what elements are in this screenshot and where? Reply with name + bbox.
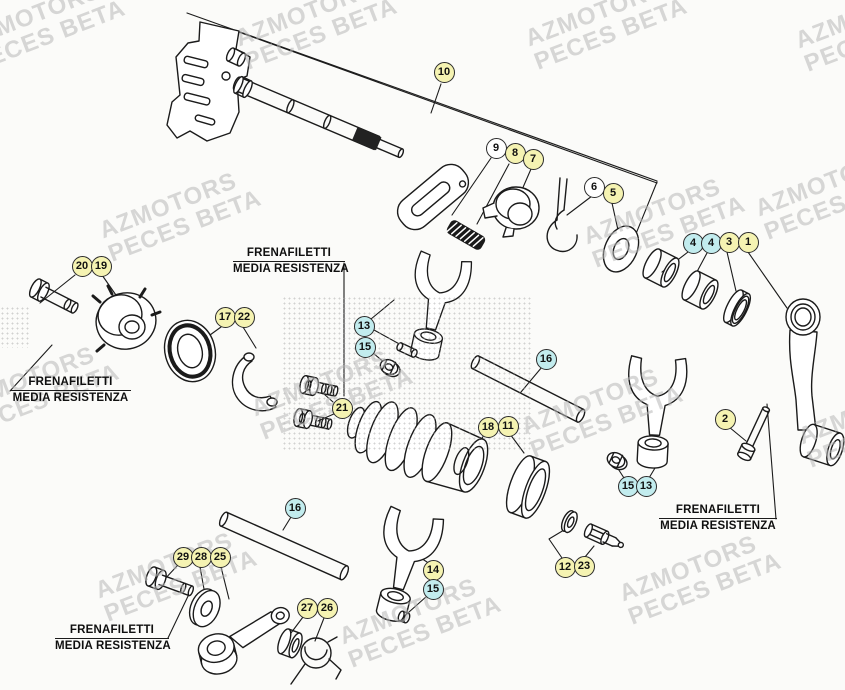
part-nut-15a xyxy=(379,358,401,378)
callout-3[interactable]: 3 xyxy=(718,231,740,253)
part-roller xyxy=(277,628,303,659)
callout-13[interactable]: 13 xyxy=(635,475,657,497)
part-torsion-spring xyxy=(290,636,342,685)
callout-15[interactable]: 15 xyxy=(354,336,376,358)
callout-9[interactable]: 9 xyxy=(485,137,507,159)
callout-10[interactable]: 10 xyxy=(433,61,455,83)
part-washer xyxy=(602,225,640,273)
part-shift-shaft-assembly xyxy=(166,21,405,159)
part-bushing-b xyxy=(681,270,719,310)
callout-16[interactable]: 16 xyxy=(535,348,557,370)
part-seal-ring xyxy=(722,289,752,327)
part-sector-plate xyxy=(396,163,470,231)
part-bolt-21a xyxy=(299,374,339,397)
callout-12[interactable]: 12 xyxy=(554,556,576,578)
part-fork-cap xyxy=(397,610,411,624)
part-oil-seal xyxy=(163,319,217,383)
callout-13[interactable]: 13 xyxy=(353,315,375,337)
callout-5[interactable]: 5 xyxy=(602,182,624,204)
callout-6[interactable]: 6 xyxy=(583,176,605,198)
callout-27[interactable]: 27 xyxy=(296,597,318,619)
part-washer-28 xyxy=(188,588,221,628)
part-pawl-hub xyxy=(482,186,540,238)
part-fork-rod-upper xyxy=(470,355,586,423)
callout-11[interactable]: 11 xyxy=(497,415,519,437)
callout-19[interactable]: 19 xyxy=(90,255,112,277)
part-bolt-2 xyxy=(736,406,771,462)
callout-26[interactable]: 26 xyxy=(316,597,338,619)
callout-18[interactable]: 18 xyxy=(477,416,499,438)
part-bolt-20 xyxy=(28,278,79,314)
part-detent-bolt xyxy=(583,523,625,549)
part-bolt-21b xyxy=(293,407,333,430)
part-ratchet xyxy=(91,284,162,353)
stipple-pattern xyxy=(0,306,30,348)
callout-25[interactable]: 25 xyxy=(209,546,231,568)
part-spacer-ring xyxy=(505,455,551,519)
callout-23[interactable]: 23 xyxy=(573,555,595,577)
callout-15[interactable]: 15 xyxy=(422,578,444,600)
part-fork-pin xyxy=(396,342,418,358)
callout-16[interactable]: 16 xyxy=(284,497,306,519)
callout-2[interactable]: 2 xyxy=(714,408,736,430)
part-spring xyxy=(446,220,486,250)
part-bushing-a xyxy=(642,248,680,288)
callout-4[interactable]: 4 xyxy=(700,232,722,254)
part-stopper-plate xyxy=(231,352,278,412)
leader-lines xyxy=(9,12,788,642)
part-hairpin-spring xyxy=(546,177,578,253)
part-shift-drum xyxy=(346,400,489,493)
callout-17[interactable]: 17 xyxy=(214,306,236,328)
part-small-washer xyxy=(560,510,578,534)
callout-22[interactable]: 22 xyxy=(233,306,255,328)
part-shift-lever xyxy=(785,298,845,467)
callout-28[interactable]: 28 xyxy=(190,546,212,568)
part-bolt-29 xyxy=(145,566,195,597)
part-link-lever xyxy=(197,606,290,675)
part-nut-15b xyxy=(606,451,628,471)
callout-21[interactable]: 21 xyxy=(331,397,353,419)
callout-20[interactable]: 20 xyxy=(71,255,93,277)
callout-14[interactable]: 14 xyxy=(422,559,444,581)
callout-7[interactable]: 7 xyxy=(522,148,544,170)
part-fork-rod-lower xyxy=(218,511,350,581)
callout-1[interactable]: 1 xyxy=(737,231,759,253)
